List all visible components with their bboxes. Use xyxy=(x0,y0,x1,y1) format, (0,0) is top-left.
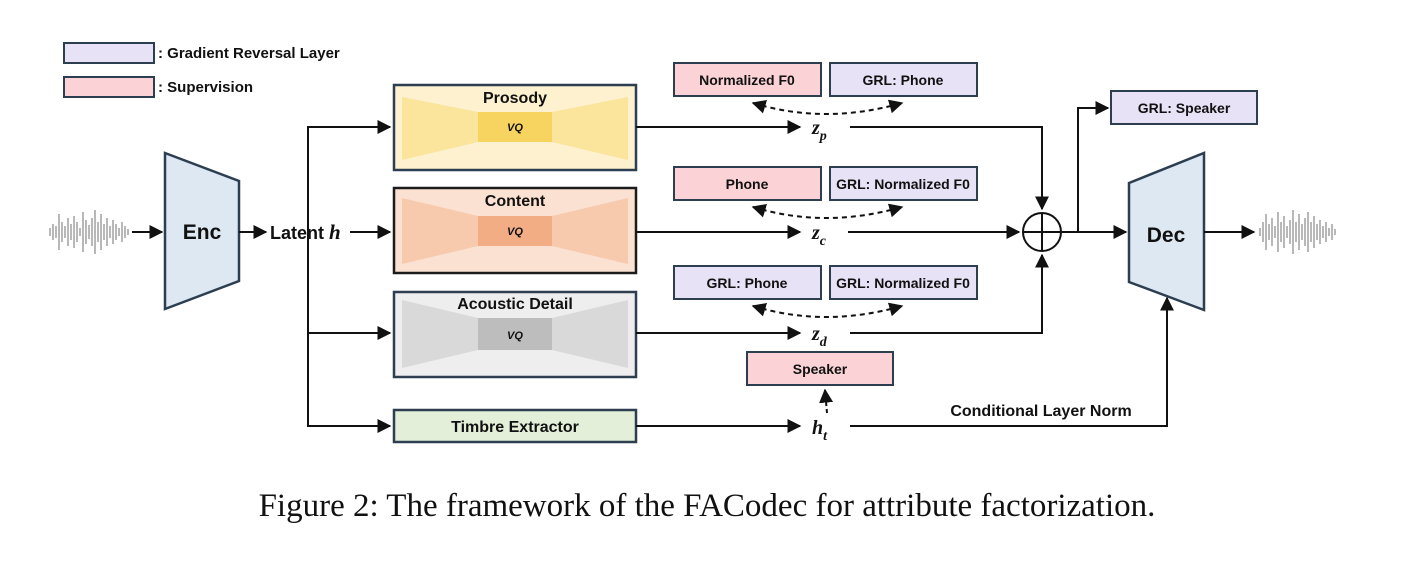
content-vq-core xyxy=(478,216,552,246)
content-right-wing xyxy=(552,198,628,264)
arrow-zp-to-sum xyxy=(850,126,1049,211)
prosody-right-wing xyxy=(552,97,628,160)
grl-label: GRL: Phone xyxy=(707,275,788,291)
content-branch: Content VQ xyxy=(392,186,638,275)
code-zp: zp xyxy=(811,117,827,144)
prosody-title: Prosody xyxy=(483,90,547,107)
grl-label: GRL: Phone xyxy=(863,72,944,88)
grl-normalized-f0-acoustic xyxy=(829,265,978,300)
arrow-latent-to-timbre xyxy=(307,333,392,433)
encoder-label: Enc xyxy=(183,221,222,244)
prosody-vq-core xyxy=(478,112,552,142)
output-waveform-icon xyxy=(1259,210,1336,254)
code-zd: zd xyxy=(811,323,828,350)
decoder-label: Dec xyxy=(1147,224,1186,247)
grl-label: GRL: Speaker xyxy=(1138,100,1231,116)
content-vq-label: VQ xyxy=(507,226,523,238)
legend: : Gradient Reversal Layer : Supervision xyxy=(63,42,340,98)
grl-phone-prosody xyxy=(829,62,978,97)
latent-label: Latent h xyxy=(270,220,341,244)
supervision-label: Phone xyxy=(726,176,769,192)
legend-grl-label: : Gradient Reversal Layer xyxy=(158,45,340,62)
arrow-ht-to-dec xyxy=(850,296,1174,427)
grl-normalized-f0-content xyxy=(829,166,978,201)
legend-grl-swatch xyxy=(63,42,155,64)
prosody-branch: Prosody VQ xyxy=(392,83,638,172)
sum-node-icon xyxy=(1022,212,1062,252)
arrow-zd-to-sum xyxy=(850,253,1049,334)
dashed-link-content xyxy=(751,203,904,219)
prosody-left-wing xyxy=(402,97,478,160)
acoustic-title: Acoustic Detail xyxy=(457,296,573,313)
code-ht: ht xyxy=(812,417,828,444)
decoder-block xyxy=(1127,151,1206,312)
dashed-link-acoustic xyxy=(751,302,904,318)
grl-phone-acoustic xyxy=(673,265,822,300)
legend-supervision-swatch xyxy=(63,76,155,98)
grl-speaker xyxy=(1110,90,1258,125)
arrow-sum-to-grl-speaker xyxy=(1077,101,1110,232)
content-title: Content xyxy=(485,193,546,210)
acoustic-left-wing xyxy=(402,300,478,368)
dashed-link-prosody xyxy=(751,99,904,115)
supervision-normalized-f0-prosody xyxy=(673,62,822,97)
legend-supervision-label: : Supervision xyxy=(158,79,253,96)
supervision-label: Normalized F0 xyxy=(699,72,795,88)
acoustic-vq-core xyxy=(478,318,552,350)
encoder-block xyxy=(163,151,241,311)
code-zc: zc xyxy=(811,222,827,249)
acoustic-vq-label: VQ xyxy=(507,330,523,342)
arrow-latent-to-prosody xyxy=(307,120,392,232)
dashed-link-speaker xyxy=(819,388,834,414)
supervision-speaker xyxy=(746,351,894,386)
grl-label: GRL: Normalized F0 xyxy=(836,275,970,291)
acoustic-branch: Acoustic Detail VQ xyxy=(392,290,638,379)
facodec-diagram: : Gradient Reversal Layer : Supervision … xyxy=(49,42,1336,444)
prosody-vq-label: VQ xyxy=(507,122,523,134)
figure-caption: Figure 2: The framework of the FACodec f… xyxy=(258,488,1156,524)
input-waveform-icon xyxy=(49,210,129,254)
timbre-extractor-label: Timbre Extractor xyxy=(451,419,579,436)
supervision-label: Speaker xyxy=(793,361,848,377)
acoustic-right-wing xyxy=(552,300,628,368)
conditional-layer-norm-label: Conditional Layer Norm xyxy=(950,403,1131,420)
arrow-latent-to-acoustic xyxy=(307,232,392,340)
supervision-phone-content xyxy=(673,166,822,201)
content-left-wing xyxy=(402,198,478,264)
grl-label: GRL: Normalized F0 xyxy=(836,176,970,192)
